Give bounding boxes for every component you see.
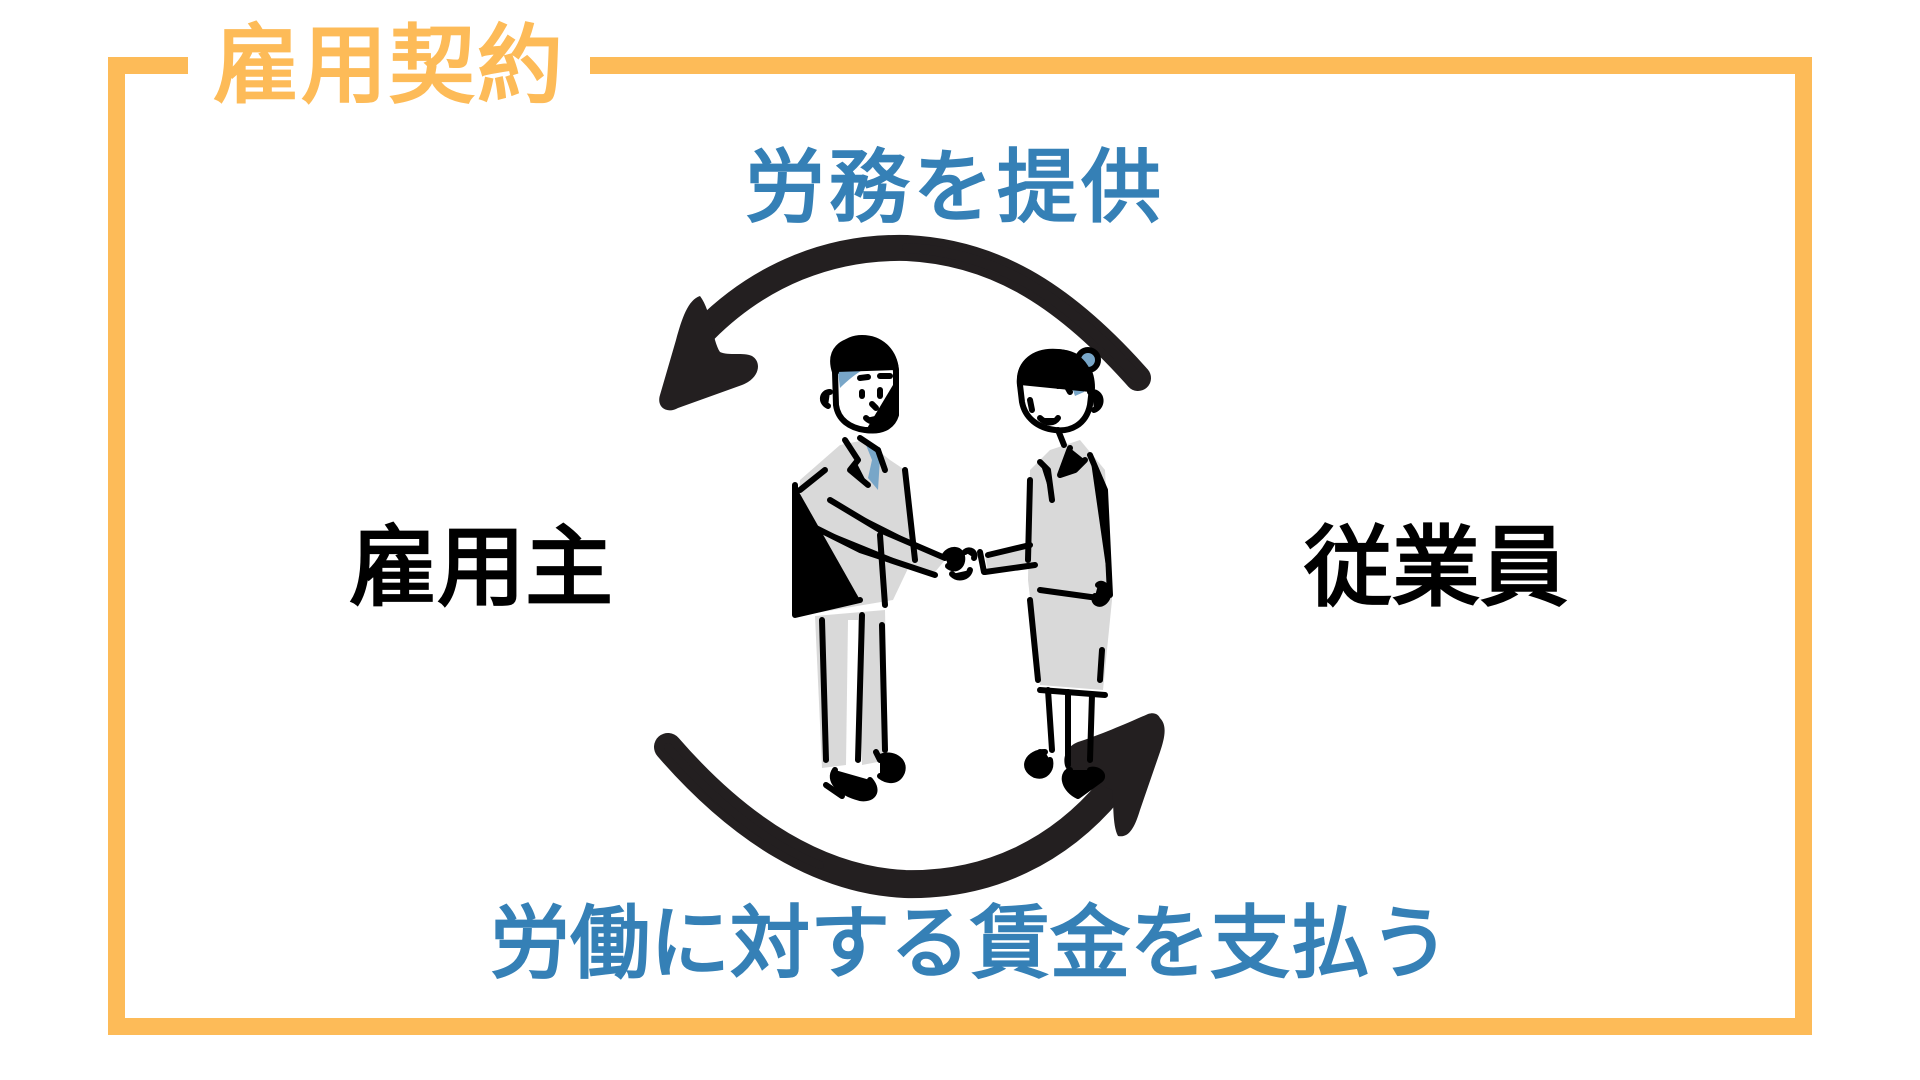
man-figure (792, 335, 948, 802)
employer-label: 雇用主 (348, 516, 613, 619)
title-gap (188, 50, 590, 80)
provide-labor-label: 労務を提供 (745, 141, 1165, 234)
diagram-title: 雇用契約 (213, 16, 565, 116)
handshake-icon (792, 335, 1113, 802)
pay-wages-label: 労働に対する賃金を支払う (490, 897, 1450, 990)
woman-figure (982, 347, 1113, 799)
employee-label: 従業員 (1303, 516, 1568, 619)
arrow-top-icon (659, 234, 1151, 411)
